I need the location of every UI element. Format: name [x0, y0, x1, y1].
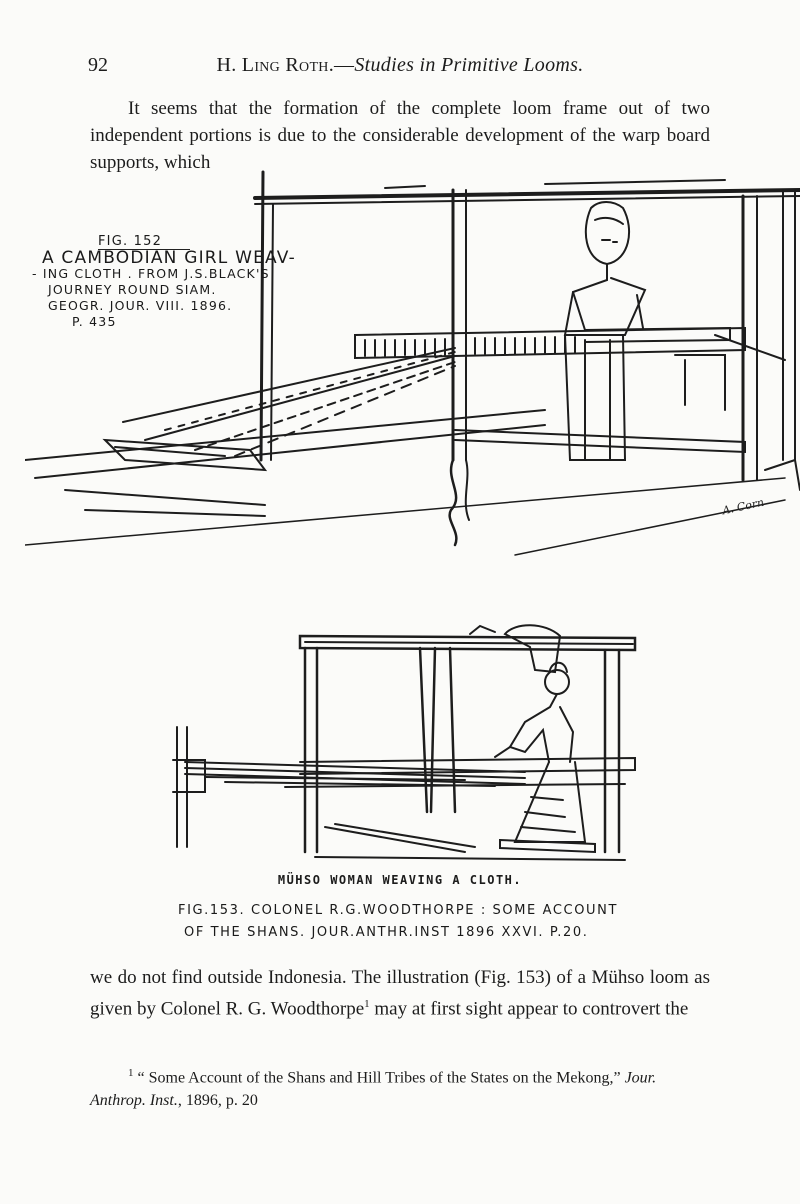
figure-153-caption-line: FIG.153. COLONEL R.G.WOODTHORPE : SOME A… — [178, 903, 619, 918]
footnote-journal: Jour. Anthrop. Inst. — [90, 1069, 657, 1110]
figure-153-caption: FIG.153. COLONEL R.G.WOODTHORPE : SOME A… — [178, 900, 738, 944]
footnote-tail: , 1896, p. 20 — [177, 1092, 258, 1110]
figure-152-caption: FIG. 152 A CAMBODIAN GIRL WEAV- - ING CL… — [32, 234, 296, 330]
footnote: 1 “ Some Account of the Shans and Hill T… — [90, 1062, 710, 1112]
figure-152-caption-line: - ING CLOTH . FROM J.S.BLACK'S — [32, 266, 270, 281]
figure-152-caption-line: JOURNEY ROUND SIAM. — [48, 282, 217, 297]
running-author: H. Ling Roth. — [216, 54, 335, 76]
figure-153-illustration — [165, 612, 645, 874]
figure-152-caption-line: A CAMBODIAN GIRL WEAV- — [42, 248, 296, 268]
running-title: H. Ling Roth.—Studies in Primitive Looms… — [216, 54, 584, 76]
running-book-title: Studies in Primitive Looms. — [354, 54, 584, 76]
figure-153-drawing — [172, 624, 637, 861]
paragraph-bottom-text: we do not find outside Indonesia. The il… — [90, 967, 710, 1020]
page-number: 92 — [88, 54, 108, 76]
figure-152-illustration — [25, 160, 800, 580]
footnote-text: “ Some Account of the Shans and Hill Tri… — [133, 1069, 625, 1087]
paragraph-top: It seems that the formation of the compl… — [90, 98, 710, 173]
figure-152-label: FIG. 152 — [98, 234, 272, 250]
paragraph-bottom-text-cont: may at first sight appear to controvert … — [369, 998, 689, 1020]
figure-153-caption-line: OF THE SHANS. JOUR.ANTHR.INST 1896 XXVI.… — [184, 925, 589, 940]
paragraph-bottom: we do not find outside Indonesia. The il… — [90, 964, 710, 1022]
figure-152-caption-line: P. 435 — [72, 314, 117, 329]
figure-152-caption-line: GEOGR. JOUR. VIII. 1896. — [48, 298, 233, 313]
footnote-marker: 1 — [128, 1067, 134, 1079]
running-head: 92 H. Ling Roth.—Studies in Primitive Lo… — [88, 54, 712, 80]
figure-152-drawing — [25, 170, 800, 556]
footnote-reference: 1 — [364, 998, 370, 1010]
figure-153-printed-caption: MÜHSO WOMAN WEAVING A CLOTH. — [277, 873, 523, 887]
